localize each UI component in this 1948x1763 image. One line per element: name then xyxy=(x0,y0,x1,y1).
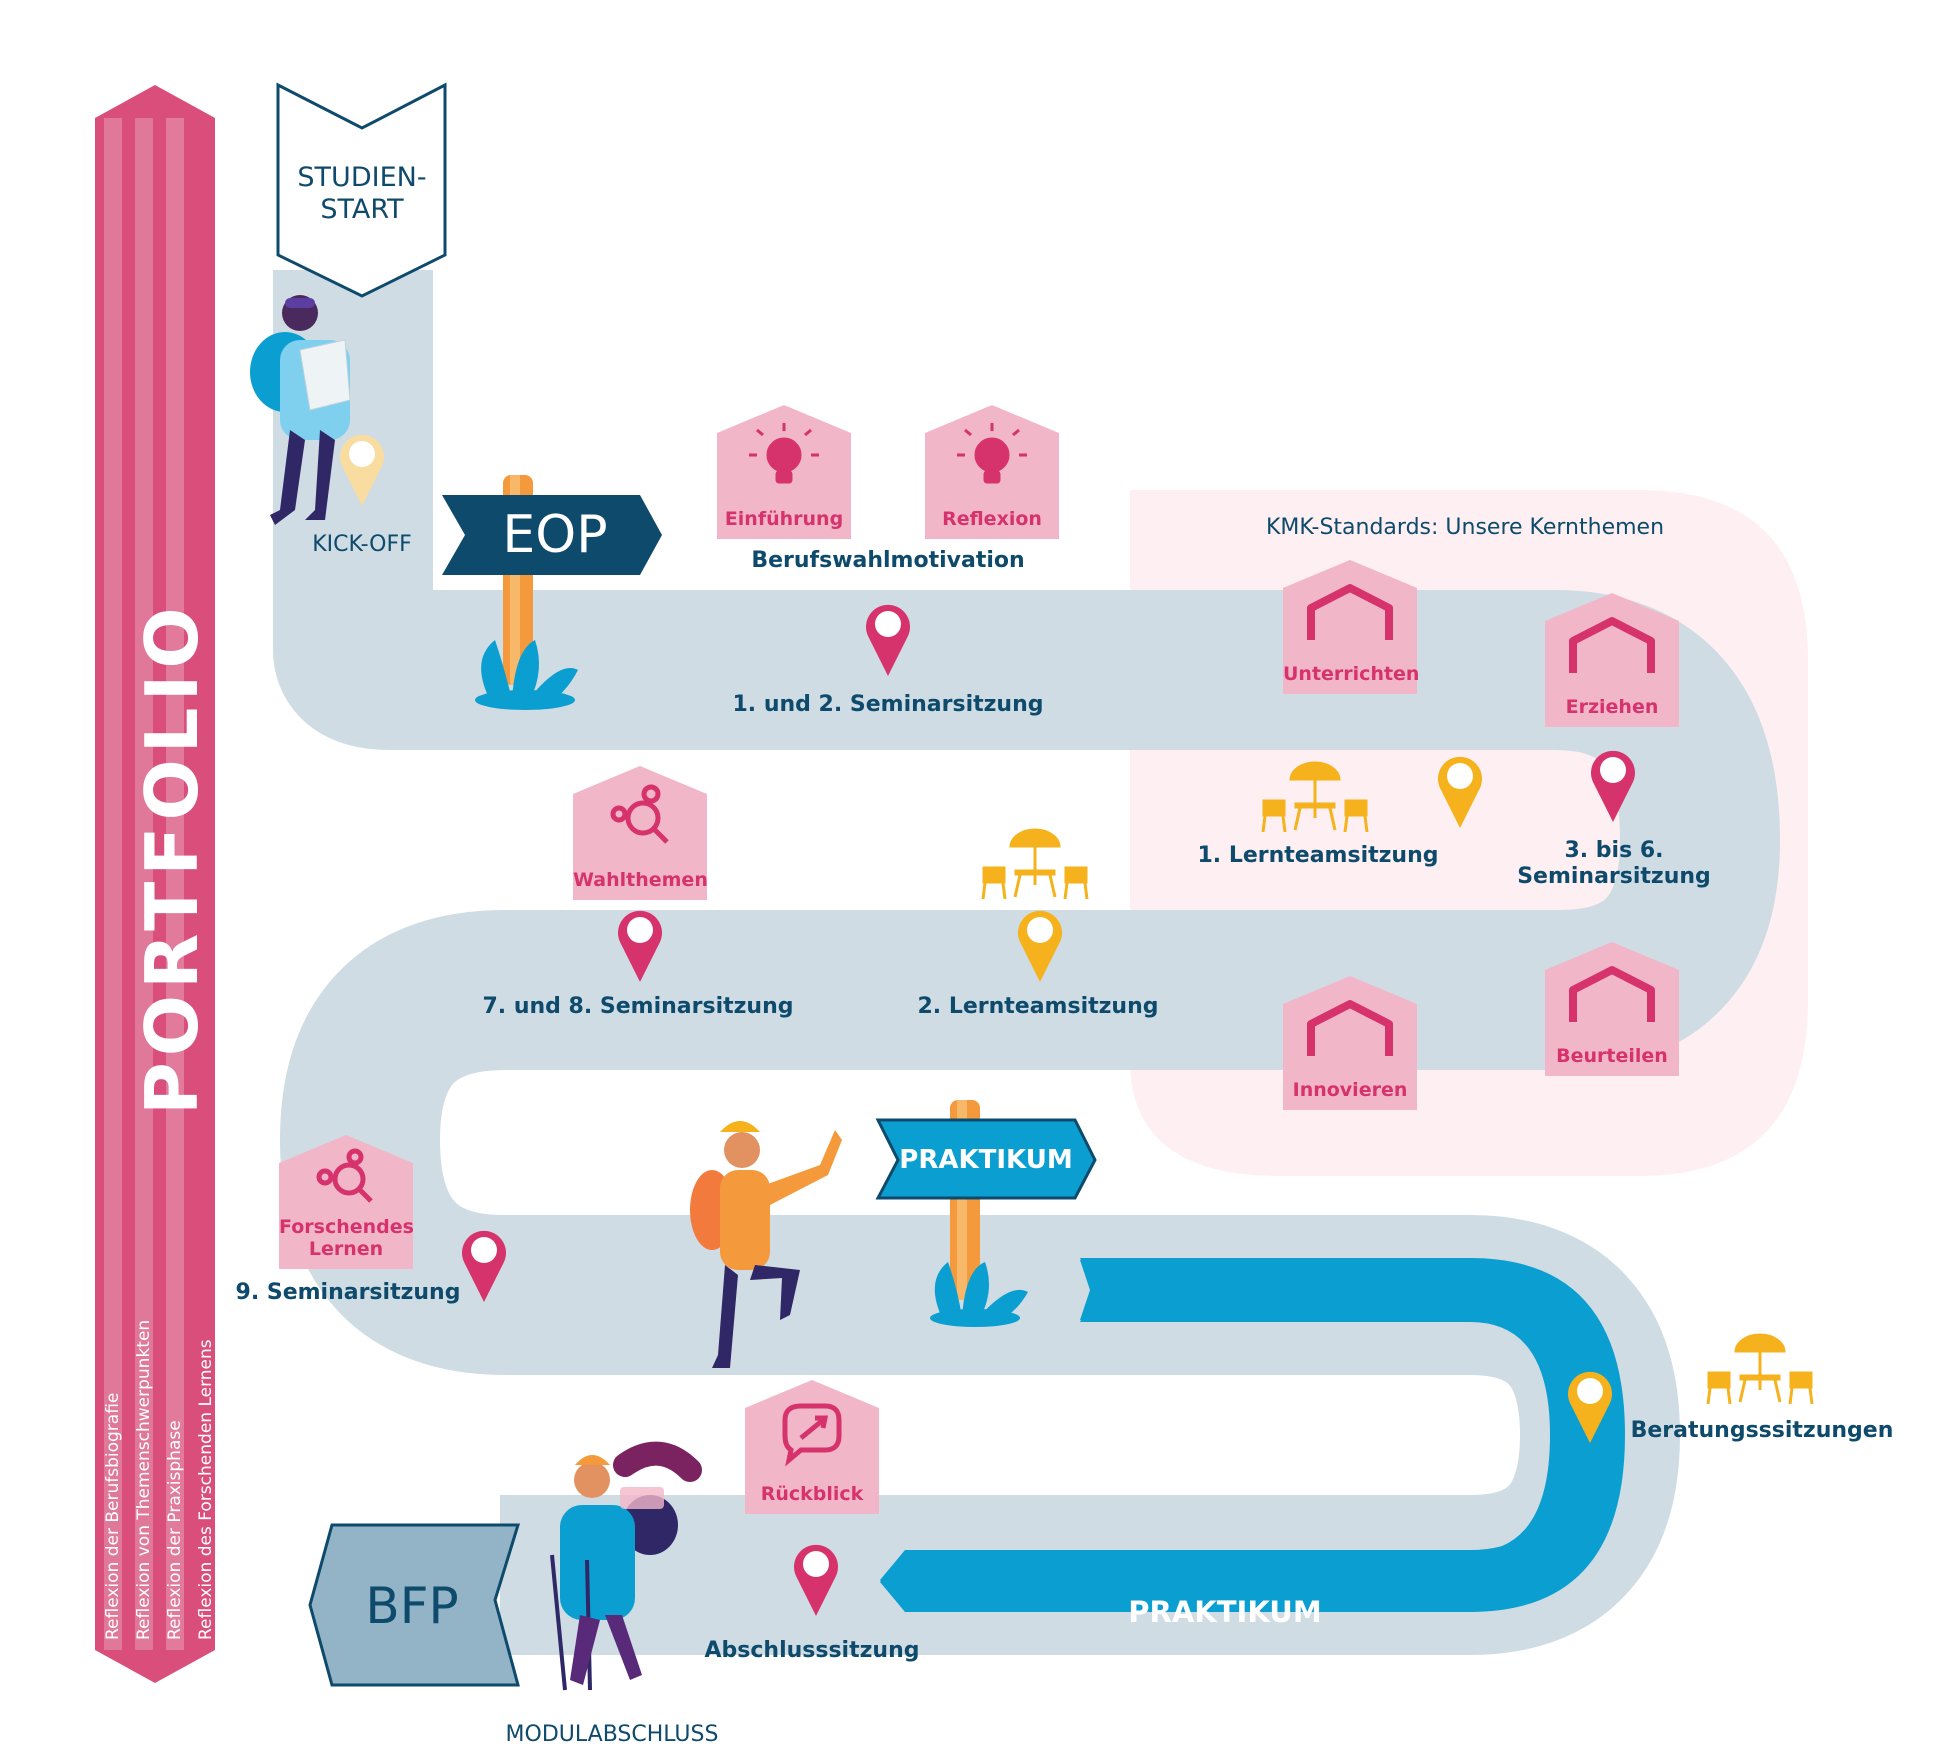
map-pin-icon xyxy=(616,906,664,984)
plant-icon xyxy=(930,1262,1028,1327)
magnifier-gear-icon xyxy=(316,1148,373,1203)
praktikum-sign-text: PRAKTIKUM xyxy=(899,1145,1073,1175)
map-pin-icon xyxy=(1016,906,1064,984)
portfolio-title: PORTFOLIO xyxy=(130,601,214,1115)
hiker-with-map xyxy=(250,295,351,525)
house-unterrichten: Unterrichten xyxy=(1283,560,1419,694)
berufswahl-label: Berufswahlmotivation xyxy=(751,548,1025,573)
hiker-with-poles xyxy=(550,1441,702,1691)
kmk-title: KMK-Standards: Unsere Kernthemen xyxy=(1265,515,1665,540)
eop-sign-text: EOP xyxy=(502,505,608,565)
house-innovieren: Innovieren xyxy=(1283,976,1417,1110)
lernteam-1-label: 1. Lernteamsitzung xyxy=(1197,843,1439,868)
lightbulb-icon xyxy=(957,423,1027,484)
kickoff-label: KICK-OFF xyxy=(312,532,412,557)
map-pin-icon xyxy=(460,1226,508,1304)
seminar-3-6-label: 3. bis 6. Seminarsitzung xyxy=(1517,838,1711,890)
reflection-label-1: Reflexion der Berufsbiografie xyxy=(103,1392,123,1640)
magnifier-gear-icon xyxy=(610,784,669,844)
abschluss-label: Abschlusssitzung xyxy=(704,1638,920,1663)
map-pin-icon xyxy=(338,430,386,508)
reflection-label-2: Reflexion von Themenschwerpunkten xyxy=(134,1319,154,1640)
house-roof-icon xyxy=(1307,1000,1393,1056)
reflection-label-3: Reflexion der Praxisphase xyxy=(165,1420,185,1640)
studienstart-banner xyxy=(276,82,447,298)
house-rueckblick: Rückblick xyxy=(745,1380,879,1514)
studienstart-label: STUDIEN- START xyxy=(297,162,427,226)
house-reflexion: Reflexion xyxy=(925,405,1059,539)
house-roof-icon xyxy=(1569,617,1655,673)
beratung-label: Beratungsssitzungen xyxy=(1630,1418,1894,1443)
map-pin-icon xyxy=(1589,746,1637,824)
map-pin-icon xyxy=(1436,752,1484,830)
portfolio-arrow xyxy=(95,85,215,1683)
bfp-sign xyxy=(308,1523,521,1687)
picnic-table-icon xyxy=(975,825,1095,905)
house-wahlthemen: Wahlthemen xyxy=(573,766,708,900)
seminar-7-8-label: 7. und 8. Seminarsitzung xyxy=(482,994,794,1019)
lightbulb-icon xyxy=(749,423,819,484)
house-roof-icon xyxy=(1569,966,1655,1022)
chat-arrow-icon xyxy=(782,1403,842,1467)
eop-sign xyxy=(442,495,662,575)
hiker-pointing xyxy=(690,1121,842,1368)
modulabschluss-label: MODULABSCHLUSS xyxy=(505,1722,719,1747)
reflection-label-4: Reflexion des Forschenden Lernens xyxy=(196,1339,216,1640)
praktikum-sign xyxy=(875,1118,1097,1200)
picnic-table-icon xyxy=(1255,758,1375,838)
house-einfuehrung: Einführung xyxy=(717,405,851,539)
seminar-9-label: 9. Seminarsitzung xyxy=(235,1280,461,1305)
lernteam-2-label: 2. Lernteamsitzung xyxy=(917,994,1159,1019)
bfp-sign-text: BFP xyxy=(365,1577,459,1635)
praktikum-band-text: PRAKTIKUM xyxy=(1128,1595,1322,1629)
map-pin-icon xyxy=(792,1540,840,1618)
picnic-table-icon xyxy=(1700,1330,1820,1410)
map-pin-icon xyxy=(864,600,912,678)
map-pin-icon xyxy=(1566,1367,1614,1445)
house-roof-icon xyxy=(1307,584,1393,640)
plant-icon xyxy=(475,640,578,710)
house-erziehen: Erziehen xyxy=(1545,593,1679,727)
house-beurteilen: Beurteilen xyxy=(1545,942,1679,1076)
seminar-1-2-label: 1. und 2. Seminarsitzung xyxy=(732,692,1044,717)
